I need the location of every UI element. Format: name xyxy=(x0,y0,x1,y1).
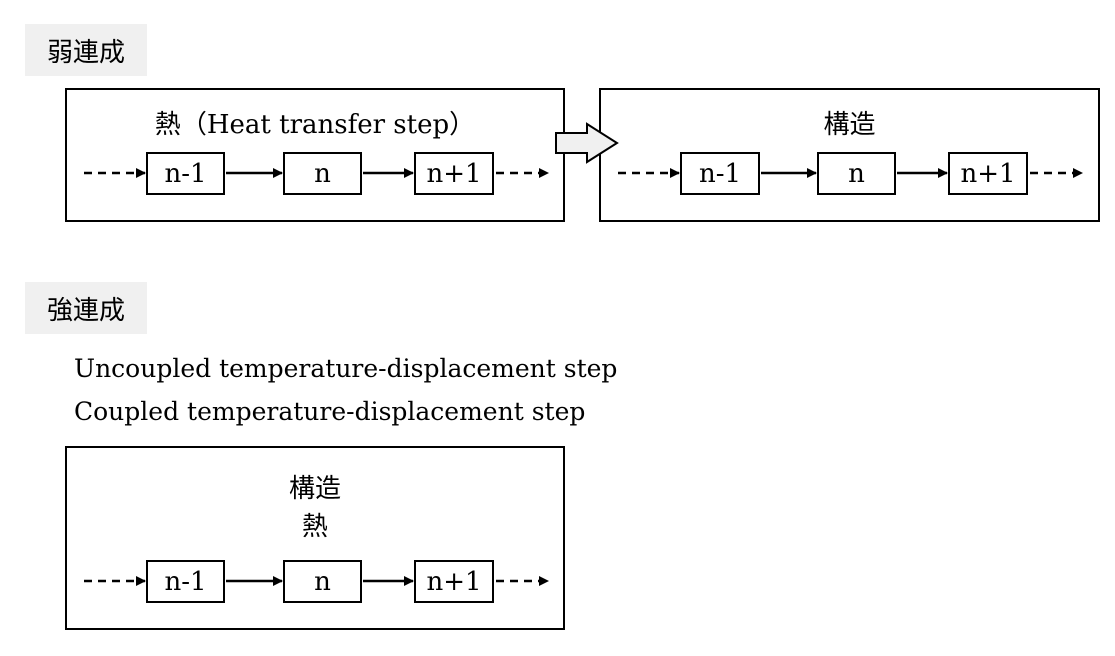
heat-step-next: n+1 xyxy=(414,152,494,195)
strong-coupling-label: 強連成 xyxy=(25,282,147,334)
coupled-step-text: Coupled temperature-displacement step xyxy=(74,397,586,426)
heat-panel-title: 熱（Heat transfer step） xyxy=(154,110,476,140)
transfer-block-arrow xyxy=(555,122,619,164)
uncoupled-step-text: Uncoupled temperature-displacement step xyxy=(74,354,618,383)
heat-step-current: n xyxy=(283,152,362,195)
coupled-step-next: n+1 xyxy=(414,560,494,603)
heat-step-prev: n-1 xyxy=(146,152,225,195)
coupled-panel-title-heat: 熱 xyxy=(301,512,328,542)
structure-panel-title: 構造 xyxy=(823,110,876,140)
coupled-step-prev: n-1 xyxy=(146,560,225,603)
weak-coupling-label: 弱連成 xyxy=(25,24,147,76)
structure-step-next: n+1 xyxy=(948,152,1028,195)
coupled-panel-title-structure: 構造 xyxy=(288,474,341,504)
coupled-step-current: n xyxy=(283,560,362,603)
structure-step-prev: n-1 xyxy=(680,152,760,195)
structure-step-current: n xyxy=(817,152,896,195)
